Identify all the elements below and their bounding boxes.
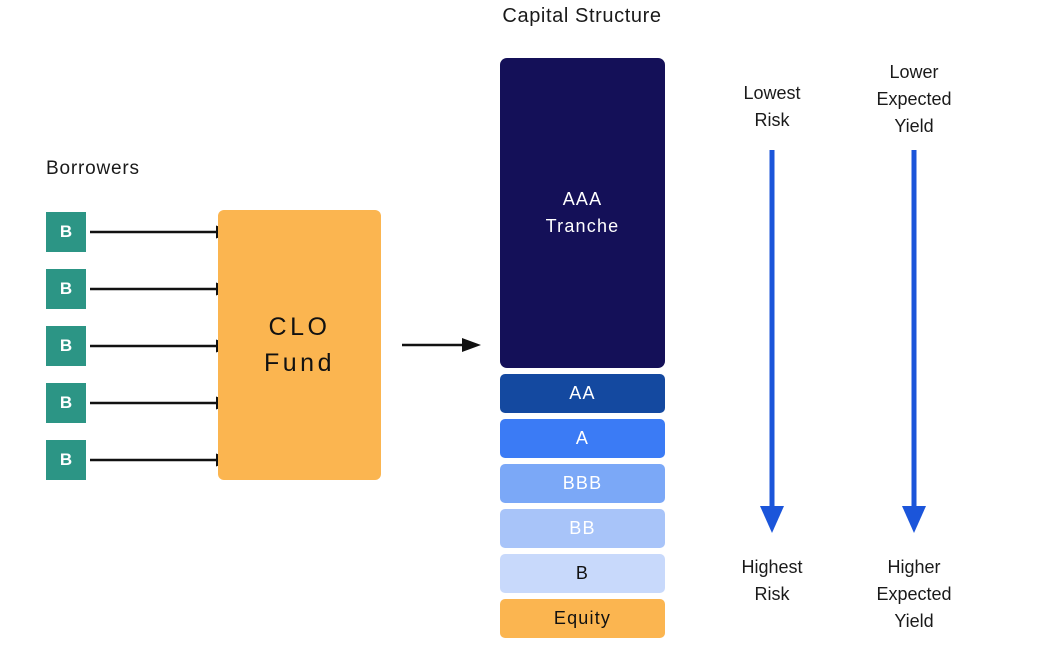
clo-fund-line1: CLO xyxy=(268,312,331,341)
tranche-b: B xyxy=(500,554,665,593)
borrower-row: B xyxy=(46,326,235,366)
borrower-flow-arrow-icon xyxy=(90,225,235,239)
yield-bottom-line1: Higher xyxy=(887,557,941,577)
yield-bottom-line2: Expected xyxy=(876,584,952,604)
risk-down-arrow-icon xyxy=(760,150,784,533)
borrower-box: B xyxy=(46,440,86,480)
borrower-row: B xyxy=(46,440,235,480)
tranche-bb-label: BB xyxy=(569,518,596,538)
capital-structure-stack: AAA Tranche AA A BBB BB B Equity xyxy=(500,58,665,644)
risk-bottom-line2: Risk xyxy=(754,584,790,604)
tranche-b-label: B xyxy=(575,563,590,583)
borrower-flow-arrow-icon xyxy=(90,396,235,410)
borrower-row: B xyxy=(46,212,235,252)
clo-fund-line2: Fund xyxy=(264,349,335,377)
risk-axis-top-label: Lowest Risk xyxy=(682,80,862,134)
borrower-flow-arrow-icon xyxy=(90,453,235,467)
yield-down-arrow-icon xyxy=(902,150,926,533)
borrower-box: B xyxy=(46,326,86,366)
fund-to-structure-arrow-icon xyxy=(402,338,481,352)
yield-axis-bottom-label: Higher Expected Yield xyxy=(824,554,1004,635)
yield-top-line1: Lower xyxy=(889,62,939,82)
borrowers-label: Borrowers xyxy=(46,158,140,179)
tranche-a: A xyxy=(500,419,665,458)
yield-top-line3: Yield xyxy=(894,116,934,136)
borrower-row: B xyxy=(46,269,235,309)
tranche-equity-label: Equity xyxy=(553,608,612,628)
tranche-bbb: BBB xyxy=(500,464,665,503)
tranche-bbb-label: BBB xyxy=(562,473,603,493)
yield-bottom-line3: Yield xyxy=(894,611,934,631)
borrower-box: B xyxy=(46,383,86,423)
risk-top-line2: Risk xyxy=(754,110,790,130)
risk-axis-bottom-label: Highest Risk xyxy=(682,554,862,608)
page-title-text: Capital Structure xyxy=(502,5,662,27)
borrower-box: B xyxy=(46,269,86,309)
risk-top-line1: Lowest xyxy=(743,83,801,103)
yield-top-line2: Expected xyxy=(876,89,952,109)
tranche-bb: BB xyxy=(500,509,665,548)
tranche-aaa-line1: AAA xyxy=(562,189,603,209)
borrower-row: B xyxy=(46,383,235,423)
risk-bottom-line1: Highest xyxy=(741,557,803,577)
borrower-flow-arrow-icon xyxy=(90,282,235,296)
tranche-aa-label: AA xyxy=(569,383,596,403)
borrower-flow-arrow-icon xyxy=(90,339,235,353)
yield-axis-top-label: Lower Expected Yield xyxy=(824,59,1004,140)
tranche-equity: Equity xyxy=(500,599,665,638)
borrower-box: B xyxy=(46,212,86,252)
tranche-a-label: A xyxy=(575,428,590,448)
tranche-aa: AA xyxy=(500,374,665,413)
clo-fund-box: CLO Fund xyxy=(218,210,381,480)
tranche-aaa-line2: Tranche xyxy=(545,216,620,236)
page-title: Capital Structure xyxy=(0,5,1038,28)
tranche-aaa: AAA Tranche xyxy=(500,58,665,368)
